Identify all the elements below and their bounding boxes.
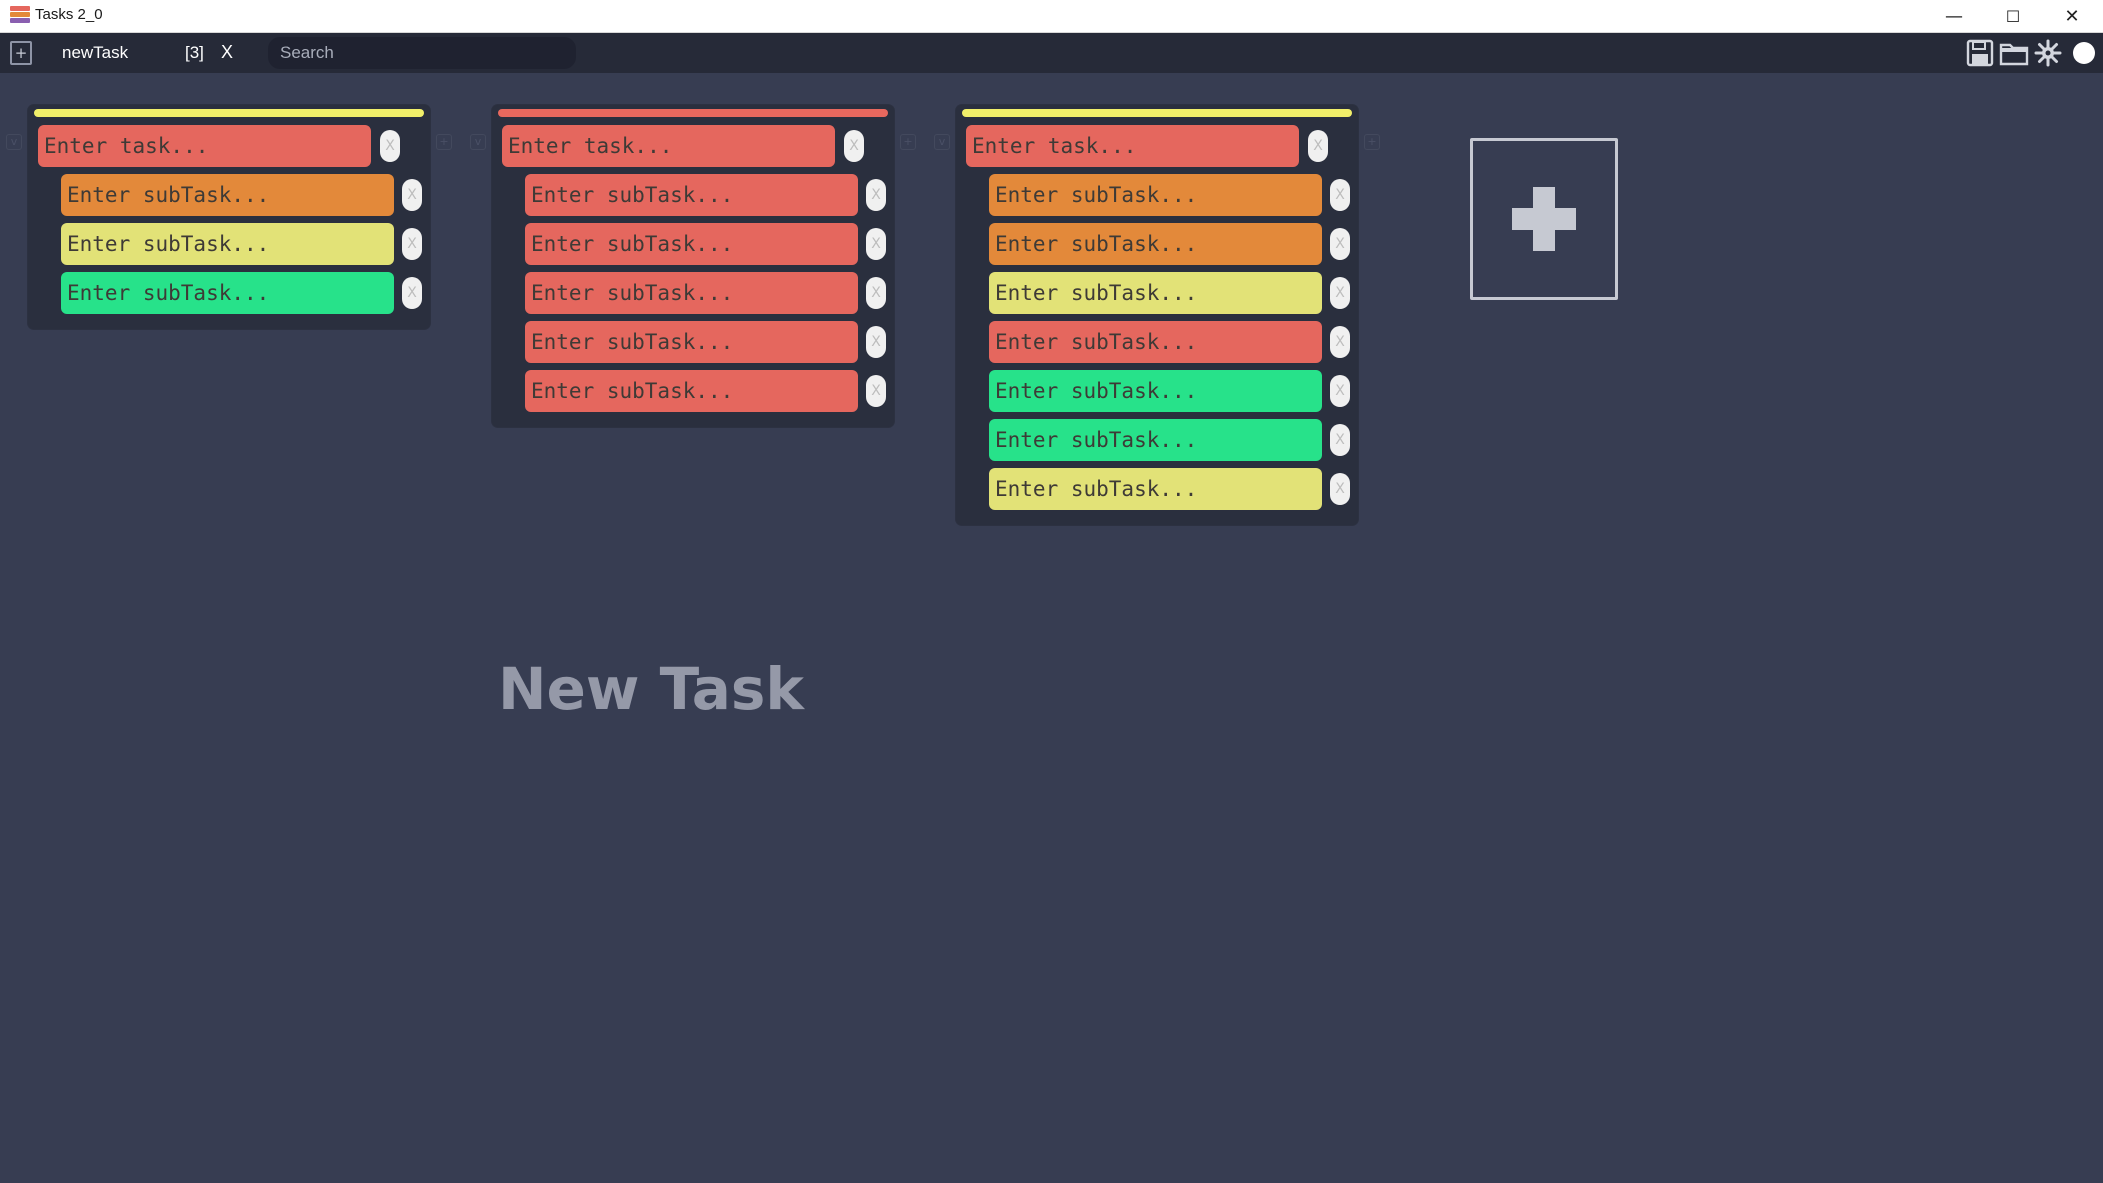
task-card: XXXXXXXX bbox=[956, 105, 1358, 525]
remove-subtask-button[interactable]: X bbox=[866, 179, 886, 211]
subtask-input[interactable] bbox=[525, 321, 858, 363]
close-window-button[interactable]: ✕ bbox=[2064, 5, 2080, 27]
add-subtask-button[interactable]: + bbox=[900, 134, 916, 150]
add-card-button[interactable] bbox=[1470, 138, 1618, 300]
subtask-input[interactable] bbox=[989, 419, 1322, 461]
window-title-bar: Tasks 2_0 — ☐ ✕ bbox=[0, 0, 2103, 33]
task-card: XXXX bbox=[28, 105, 430, 329]
settings-gear-icon[interactable] bbox=[2033, 39, 2063, 67]
add-subtask-button[interactable]: + bbox=[436, 134, 452, 150]
subtask-input[interactable] bbox=[989, 370, 1322, 412]
app-icon bbox=[10, 6, 30, 26]
search-input[interactable] bbox=[268, 37, 576, 69]
window-title: Tasks 2_0 bbox=[35, 6, 103, 23]
task-card: XXXXXX bbox=[492, 105, 894, 427]
minimize-button[interactable]: — bbox=[1945, 5, 1963, 27]
new-tab-icon[interactable]: + bbox=[10, 41, 32, 65]
task-input[interactable] bbox=[502, 125, 835, 167]
subtask-input[interactable] bbox=[989, 174, 1322, 216]
remove-task-button[interactable]: X bbox=[844, 130, 864, 162]
save-icon[interactable] bbox=[1965, 39, 1995, 67]
app-toolbar: + newTask [3] X bbox=[0, 33, 2103, 73]
task-input[interactable] bbox=[38, 125, 371, 167]
new-task-label: New Task bbox=[498, 655, 804, 723]
card-color-bar[interactable] bbox=[498, 109, 888, 117]
maximize-button[interactable]: ☐ bbox=[2005, 6, 2021, 26]
subtask-input[interactable] bbox=[525, 370, 858, 412]
subtask-input[interactable] bbox=[989, 272, 1322, 314]
theme-toggle-icon[interactable] bbox=[2069, 39, 2099, 67]
subtask-input[interactable] bbox=[989, 321, 1322, 363]
subtask-input[interactable] bbox=[525, 272, 858, 314]
remove-subtask-button[interactable]: X bbox=[1330, 326, 1350, 358]
remove-subtask-button[interactable]: X bbox=[1330, 424, 1350, 456]
remove-subtask-button[interactable]: X bbox=[866, 326, 886, 358]
open-folder-icon[interactable] bbox=[1999, 39, 2029, 67]
subtask-input[interactable] bbox=[61, 174, 394, 216]
subtask-input[interactable] bbox=[525, 174, 858, 216]
card-color-bar[interactable] bbox=[962, 109, 1352, 117]
remove-subtask-button[interactable]: X bbox=[866, 277, 886, 309]
remove-subtask-button[interactable]: X bbox=[1330, 375, 1350, 407]
tab-newtask[interactable]: newTask bbox=[62, 43, 129, 62]
remove-subtask-button[interactable]: X bbox=[402, 179, 422, 211]
subtask-input[interactable] bbox=[61, 272, 394, 314]
remove-subtask-button[interactable]: X bbox=[1330, 473, 1350, 505]
remove-subtask-button[interactable]: X bbox=[1330, 179, 1350, 211]
subtask-input[interactable] bbox=[989, 468, 1322, 510]
subtask-input[interactable] bbox=[525, 223, 858, 265]
remove-subtask-button[interactable]: X bbox=[402, 228, 422, 260]
collapse-card-button[interactable]: v bbox=[470, 134, 486, 150]
subtask-input[interactable] bbox=[989, 223, 1322, 265]
collapse-card-button[interactable]: v bbox=[6, 134, 22, 150]
collapse-card-button[interactable]: v bbox=[934, 134, 950, 150]
add-subtask-button[interactable]: + bbox=[1364, 134, 1380, 150]
tab-close-button[interactable]: X bbox=[221, 42, 234, 62]
remove-subtask-button[interactable]: X bbox=[866, 228, 886, 260]
card-color-bar[interactable] bbox=[34, 109, 424, 117]
tab-count-badge: [3] bbox=[185, 43, 204, 62]
subtask-input[interactable] bbox=[61, 223, 394, 265]
remove-subtask-button[interactable]: X bbox=[866, 375, 886, 407]
remove-task-button[interactable]: X bbox=[380, 130, 400, 162]
task-input[interactable] bbox=[966, 125, 1299, 167]
remove-subtask-button[interactable]: X bbox=[1330, 277, 1350, 309]
remove-subtask-button[interactable]: X bbox=[1330, 228, 1350, 260]
remove-task-button[interactable]: X bbox=[1308, 130, 1328, 162]
remove-subtask-button[interactable]: X bbox=[402, 277, 422, 309]
